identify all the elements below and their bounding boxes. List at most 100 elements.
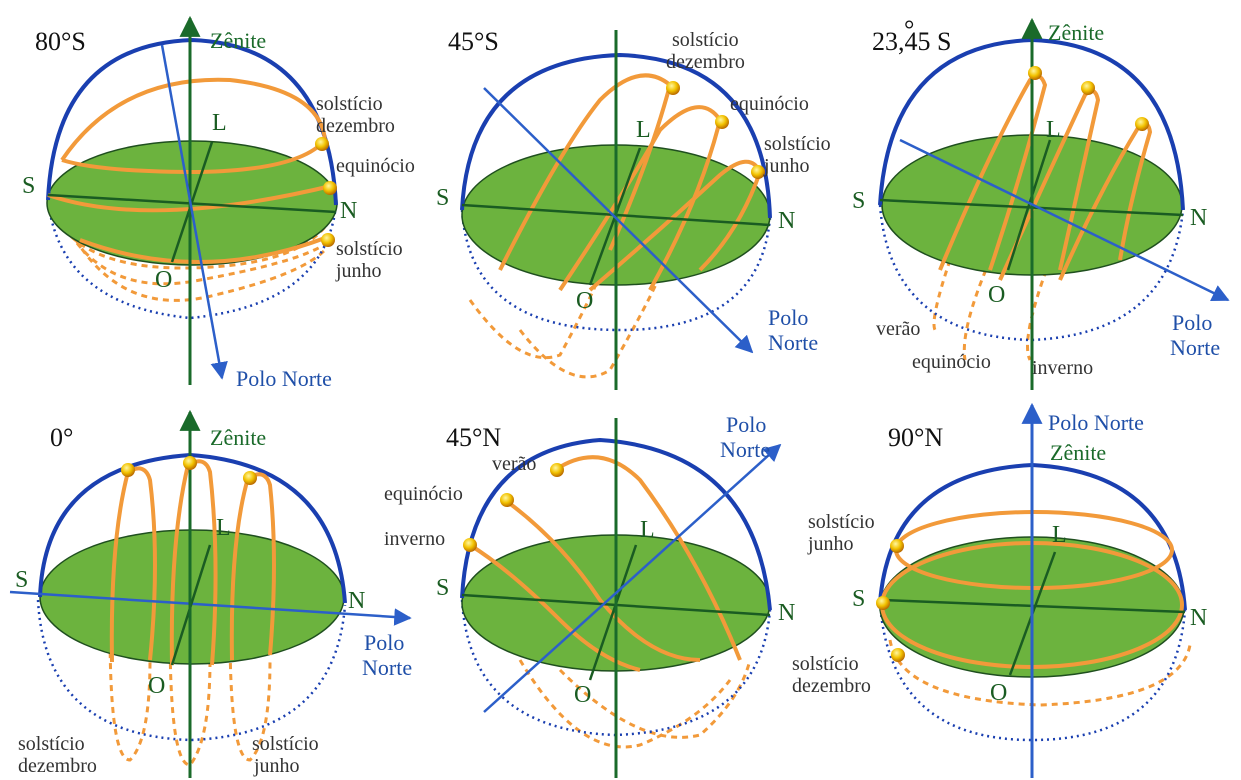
dir-o: O — [155, 267, 172, 293]
dir-n: N — [1190, 205, 1207, 231]
sun-path-equinox — [47, 183, 336, 213]
under-path — [888, 639, 1192, 707]
sun-path-december — [60, 77, 328, 175]
pole-label-1: Polo — [726, 412, 766, 437]
dir-n: N — [1190, 605, 1207, 631]
dir-s: S — [15, 567, 28, 593]
dir-l: L — [212, 110, 227, 136]
note-b: equinócio — [384, 483, 463, 505]
note-a: solstício — [18, 733, 85, 755]
sun-marker-icon — [121, 456, 257, 485]
dir-s: S — [852, 188, 865, 214]
dir-s: S — [22, 173, 35, 199]
dir-o: O — [148, 673, 165, 699]
latitude-label: 23,45 S — [872, 27, 951, 56]
pole-label-1: Polo — [1172, 310, 1212, 335]
note-b: junho — [807, 533, 854, 555]
sun-path-december — [109, 466, 157, 663]
panel-45n: 45°N Polo Norte S N L O verão equinócio … — [384, 412, 795, 778]
note-d: junho — [253, 755, 300, 777]
note-c: inverno — [1032, 357, 1093, 379]
note-a: verão — [876, 318, 920, 340]
sun-marker-icon — [666, 81, 765, 179]
sun-path-june — [229, 472, 276, 661]
horizon-back-arc — [878, 602, 1187, 742]
note-c: solstício — [252, 733, 319, 755]
under-paths — [518, 659, 752, 749]
pole-axis — [160, 44, 228, 380]
zenith-label: Zênite — [210, 425, 266, 450]
panel-90n: 90°N Polo Norte Zênite S N L O solstício… — [792, 402, 1207, 778]
sun-marker-icon — [1028, 66, 1149, 131]
dir-n: N — [778, 208, 795, 234]
dir-n: N — [348, 588, 365, 614]
zenith-label: Zênite — [210, 28, 266, 53]
degree-mark: ° — [904, 15, 914, 44]
note-b: dezembro — [316, 115, 395, 137]
horizon-back-arc — [878, 204, 1185, 342]
dir-o: O — [990, 680, 1007, 706]
dir-o: O — [576, 288, 593, 314]
note-e: junho — [763, 155, 810, 177]
dir-s: S — [436, 575, 449, 601]
dir-l: L — [636, 117, 651, 143]
sun-path-december — [498, 73, 673, 271]
pole-label-2: Norte — [720, 437, 770, 462]
zenith-label: Zênite — [1050, 440, 1106, 465]
sun-marker-icon — [463, 463, 564, 552]
zenith-label: Zênite — [1048, 20, 1104, 45]
lo-line — [170, 141, 214, 263]
pole-axis — [899, 138, 1230, 302]
dir-n: N — [778, 600, 795, 626]
panel-80s: 80°S Zênite Polo Norte S N L O solstício… — [22, 15, 415, 391]
note-a: solstício — [316, 93, 383, 115]
meridian-arc — [460, 52, 772, 219]
horizon-back-arc — [36, 599, 347, 742]
latitude-label: 80°S — [35, 27, 86, 56]
pole-label-2: Norte — [768, 330, 818, 355]
panel-23s: 23,45 S ° Zênite Polo Norte S N L O verã… — [852, 15, 1230, 390]
dir-s: S — [852, 586, 865, 612]
sun-path-summer — [553, 455, 742, 661]
dir-o: O — [988, 282, 1005, 308]
dir-n: N — [340, 198, 357, 224]
note-c: equinócio — [336, 155, 415, 177]
lo-line — [1006, 139, 1052, 271]
latitude-label: 45°N — [446, 423, 501, 452]
panel-0: 0° Zênite Polo Norte S N L O solstício d… — [9, 409, 412, 778]
under-paths — [108, 629, 272, 767]
pole-label-2: Norte — [1170, 335, 1220, 360]
lo-line — [588, 544, 638, 681]
sn-line — [9, 590, 412, 626]
pole-label: Polo Norte — [1048, 410, 1144, 435]
note-d: solstício — [336, 238, 403, 260]
horizon-back-arc — [460, 209, 772, 332]
dir-o: O — [574, 682, 591, 708]
pole-label-2: Norte — [362, 655, 412, 680]
note-d: dezembro — [792, 675, 871, 697]
pole-label-1: Polo — [364, 630, 404, 655]
latitude-label: 90°N — [888, 423, 943, 452]
note-b: dezembro — [666, 51, 745, 73]
note-b: dezembro — [18, 755, 97, 777]
latitude-label: 45°S — [448, 27, 499, 56]
under-paths — [468, 274, 662, 379]
dir-l: L — [1052, 522, 1067, 548]
panel-45s: 45°S Polo Norte S N L O solstício dezemb… — [436, 27, 831, 390]
note-b: equinócio — [912, 351, 991, 373]
pole-axis — [483, 87, 754, 354]
pole-label: Polo Norte — [236, 366, 332, 391]
under-paths — [932, 259, 1052, 361]
sun-marker-icon — [876, 539, 905, 662]
note-c: equinócio — [730, 93, 809, 115]
note-a: solstício — [808, 511, 875, 533]
note-c: inverno — [384, 528, 445, 550]
dir-s: S — [436, 185, 449, 211]
meridian-arc — [460, 437, 772, 611]
note-c: solstício — [792, 653, 859, 675]
note-a: solstício — [672, 29, 739, 51]
pole-label-1: Polo — [768, 305, 808, 330]
note-d: solstício — [764, 133, 831, 155]
note-e: junho — [335, 260, 382, 282]
